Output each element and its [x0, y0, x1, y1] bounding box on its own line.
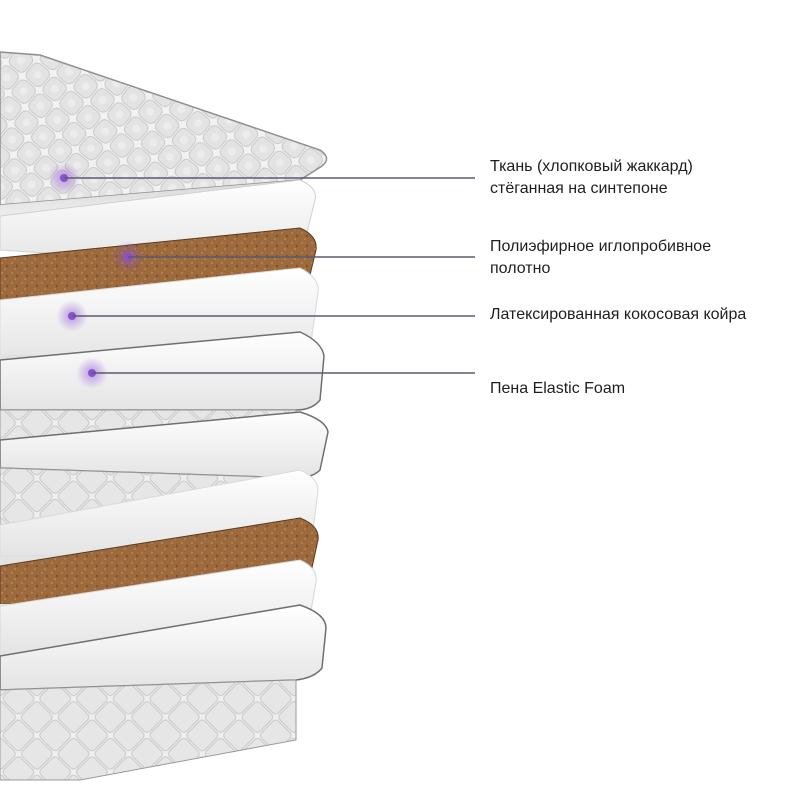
- callout-coir: [56, 300, 475, 332]
- callout-label-needle-punched: Полиэфирное иглопробивное полотно: [490, 236, 711, 280]
- callout-label-line: Полиэфирное иглопробивное: [490, 238, 712, 255]
- callout-needle-punched: [112, 241, 475, 273]
- callout-label-fabric: Ткань (хлопковый жаккард) стёганная на с…: [490, 156, 693, 200]
- callout-label-line: Пена Elastic Foam: [490, 380, 626, 397]
- callout-fabric: [48, 162, 475, 194]
- callout-label-line: полотно: [490, 260, 551, 277]
- callout-label-line: Латексированная кокосовая койра: [490, 306, 747, 323]
- callout-label-line: Ткань (хлопковый жаккард): [490, 158, 693, 175]
- callout-label-line: стёганная на синтепоне: [490, 180, 668, 197]
- callout-label-coir: Латексированная кокосовая койра: [490, 304, 746, 326]
- callout-foam: [76, 357, 475, 389]
- layer-bottom-quilted-cover: [0, 604, 327, 781]
- callout-label-foam: Пена Elastic Foam: [490, 378, 625, 400]
